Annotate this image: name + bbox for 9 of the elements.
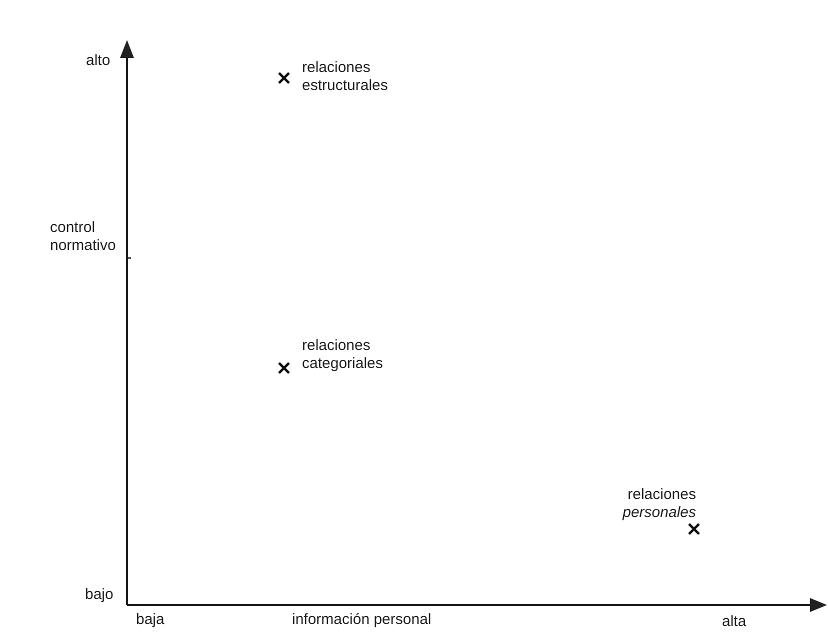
axis-label: alto: [86, 52, 110, 70]
axis-label: alta: [722, 613, 746, 631]
axis-title: control normativo: [50, 219, 117, 255]
point-label: relaciones categoriales: [302, 337, 384, 373]
point-label: relaciones personales: [621, 486, 696, 522]
axis-title: información personal: [292, 611, 432, 629]
point-label: relaciones estructurales: [302, 59, 389, 95]
axis-label: bajo: [85, 586, 114, 604]
axis-label: baja: [136, 611, 164, 629]
